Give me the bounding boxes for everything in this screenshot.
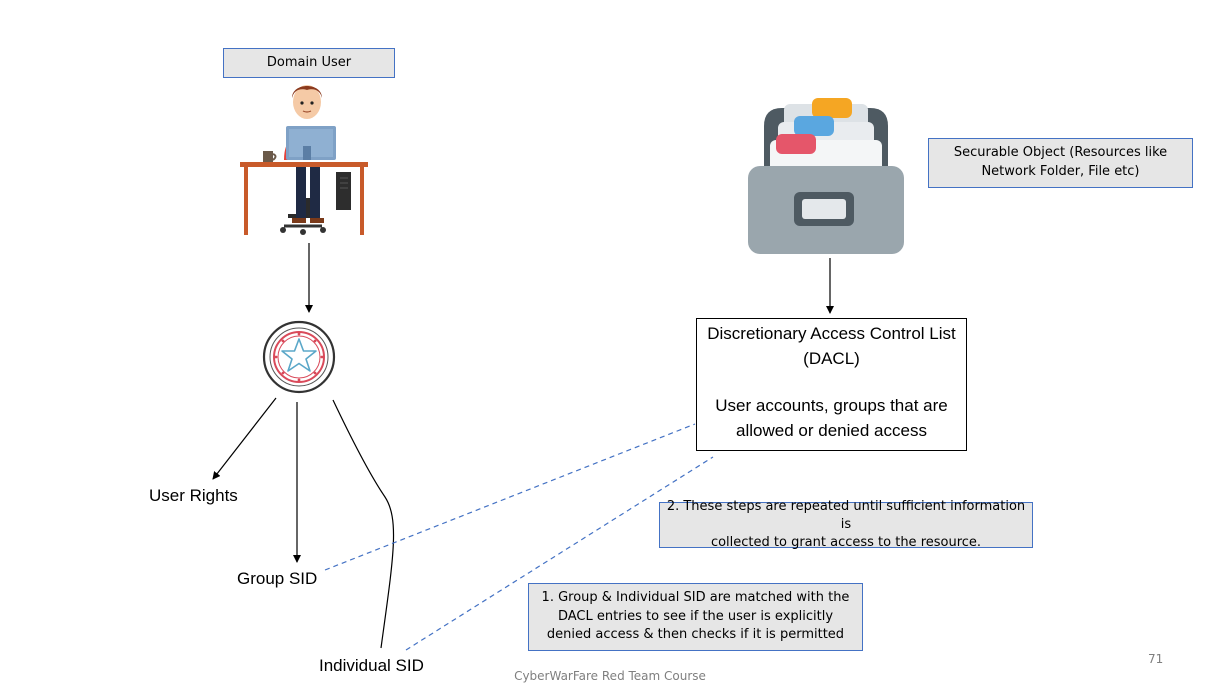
group-sid-label: Group SID (237, 569, 318, 588)
individual-sid-label: Individual SID (319, 656, 424, 675)
user-rights-label: User Rights (149, 486, 238, 505)
step-2-note: 2. These steps are repeated until suffic… (659, 499, 1033, 550)
footer-text: CyberWarFare Red Team Course (514, 669, 706, 683)
curve-token-to-individual-sid (332, 399, 395, 649)
arrow-token-to-user-rights (212, 397, 277, 480)
dacl-box: Discretionary Access Control List (DACL)… (696, 318, 967, 451)
page-number: 71 (1148, 652, 1164, 666)
dacl-description: User accounts, groups that are allowed o… (715, 396, 948, 440)
file-cabinet-icon (748, 98, 904, 254)
step-1-note: 1. Group & Individual SID are matched wi… (528, 583, 863, 651)
dashed-individual-sid-to-dacl (405, 456, 714, 651)
dacl-title: Discretionary Access Control List (DACL) (707, 324, 956, 368)
domain-user-label: Domain User (223, 48, 395, 78)
security-token-icon (262, 320, 336, 394)
person-at-desk-icon (240, 85, 368, 235)
dashed-group-sid-to-dacl (324, 423, 696, 571)
securable-object-label: Securable Object (Resources like Network… (928, 138, 1193, 188)
